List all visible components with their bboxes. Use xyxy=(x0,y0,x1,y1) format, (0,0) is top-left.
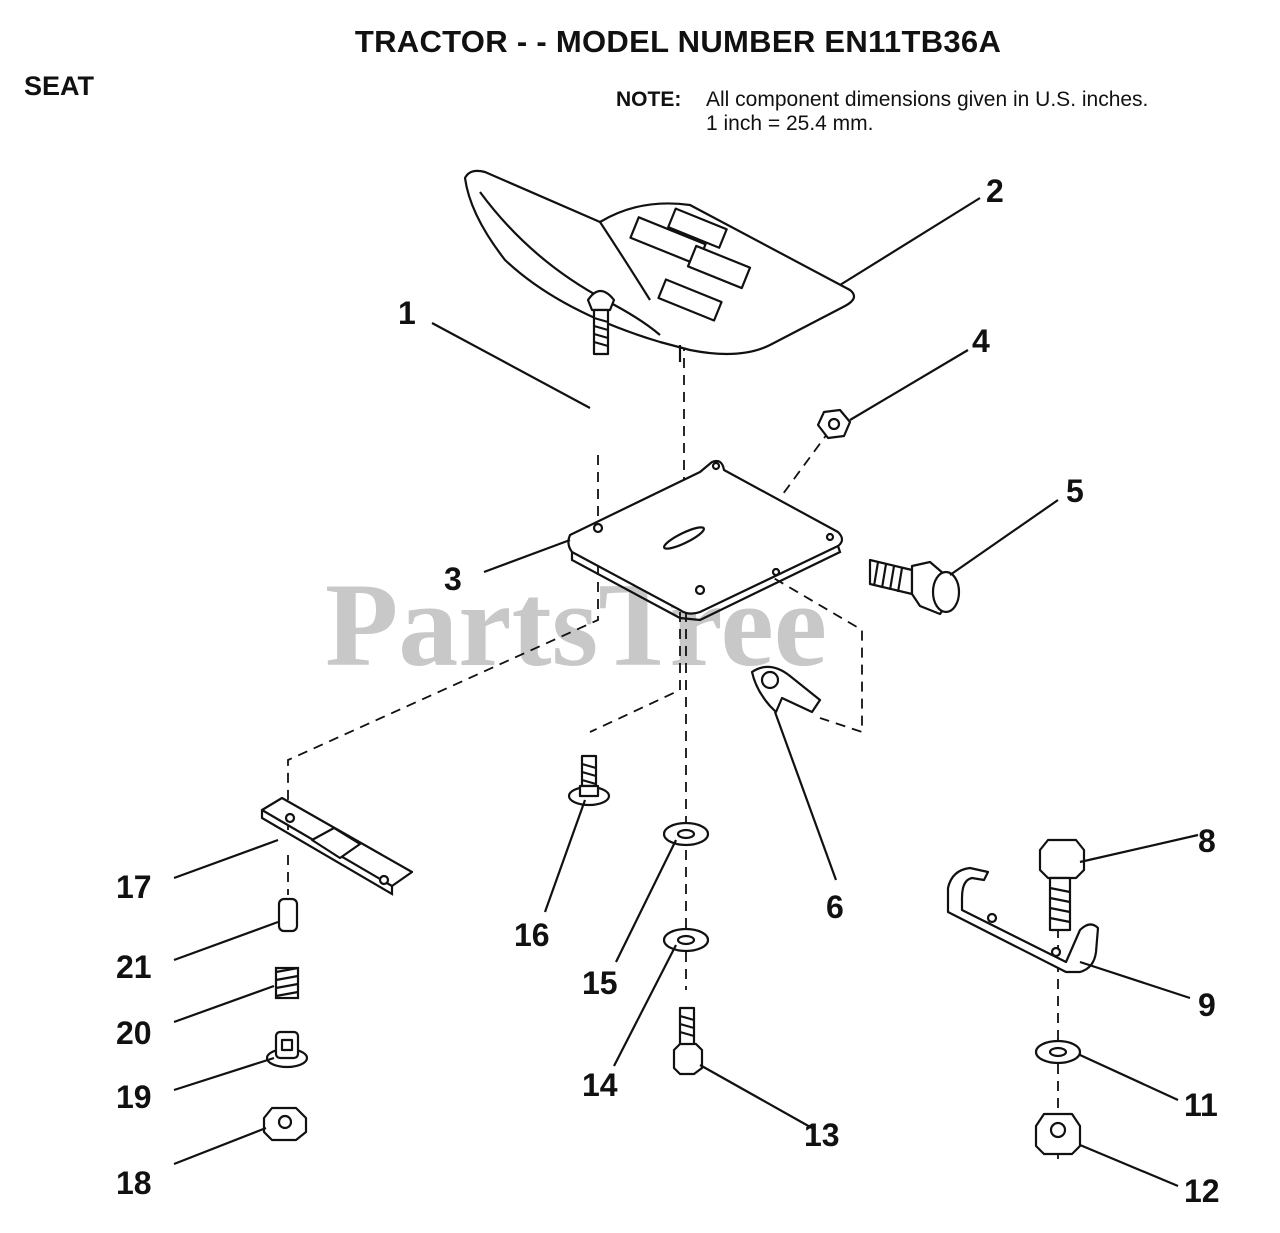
seat-clip xyxy=(750,665,822,714)
callout-20: 20 xyxy=(116,1015,152,1051)
bushing xyxy=(265,1030,309,1069)
callout-8: 8 xyxy=(1198,823,1216,859)
spring xyxy=(274,966,300,1000)
hex-nut xyxy=(816,408,852,440)
callout-11: 11 xyxy=(1184,1087,1218,1123)
seat xyxy=(463,169,856,362)
flat-washer-14 xyxy=(662,927,710,953)
callout-3: 3 xyxy=(444,561,462,597)
callout-18: 18 xyxy=(116,1165,152,1201)
callout-2: 2 xyxy=(986,173,1004,209)
pin xyxy=(277,897,299,933)
hex-bolt-8 xyxy=(1038,838,1086,932)
bracket xyxy=(946,866,1100,974)
callout-14: 14 xyxy=(582,1067,618,1103)
seat-plate xyxy=(260,796,414,896)
flat-washer-15 xyxy=(662,821,710,847)
note-label: NOTE: xyxy=(616,88,682,111)
callout-numbers: 1 2 3 4 5 6 8 9 11 12 13 14 15 16 17 18 … xyxy=(116,173,1220,1209)
callout-19: 19 xyxy=(116,1079,152,1115)
page-title: TRACTOR - - MODEL NUMBER EN11TB36A xyxy=(354,24,1002,59)
flange-nut xyxy=(262,1106,308,1142)
callout-1: 1 xyxy=(398,295,416,331)
dimension-note: NOTE: All component dimensions given in U… xyxy=(616,88,1148,136)
callout-4: 4 xyxy=(972,323,990,359)
callout-6: 6 xyxy=(826,889,844,925)
callout-21: 21 xyxy=(116,949,152,985)
hex-bolt xyxy=(868,558,961,616)
hex-bolt-13 xyxy=(672,1006,704,1076)
lock-nut xyxy=(1034,1112,1082,1156)
callout-16: 16 xyxy=(514,917,550,953)
callout-13: 13 xyxy=(804,1117,840,1153)
callout-15: 15 xyxy=(582,965,618,1001)
callout-5: 5 xyxy=(1066,473,1084,509)
lock-washer xyxy=(1034,1039,1082,1065)
note-line-1: All component dimensions given in U.S. i… xyxy=(706,88,1149,111)
section-label: SEAT xyxy=(24,71,95,101)
note-line-2: 1 inch = 25.4 mm. xyxy=(706,112,874,135)
callout-12: 12 xyxy=(1184,1173,1220,1209)
callout-17: 17 xyxy=(116,869,152,905)
seat-pan xyxy=(567,459,844,622)
shoulder-bolt xyxy=(567,754,611,807)
assembly-lines xyxy=(287,290,1059,1160)
callout-9: 9 xyxy=(1198,987,1216,1023)
carriage-bolt xyxy=(586,289,616,356)
leader-lines xyxy=(173,197,1199,1188)
